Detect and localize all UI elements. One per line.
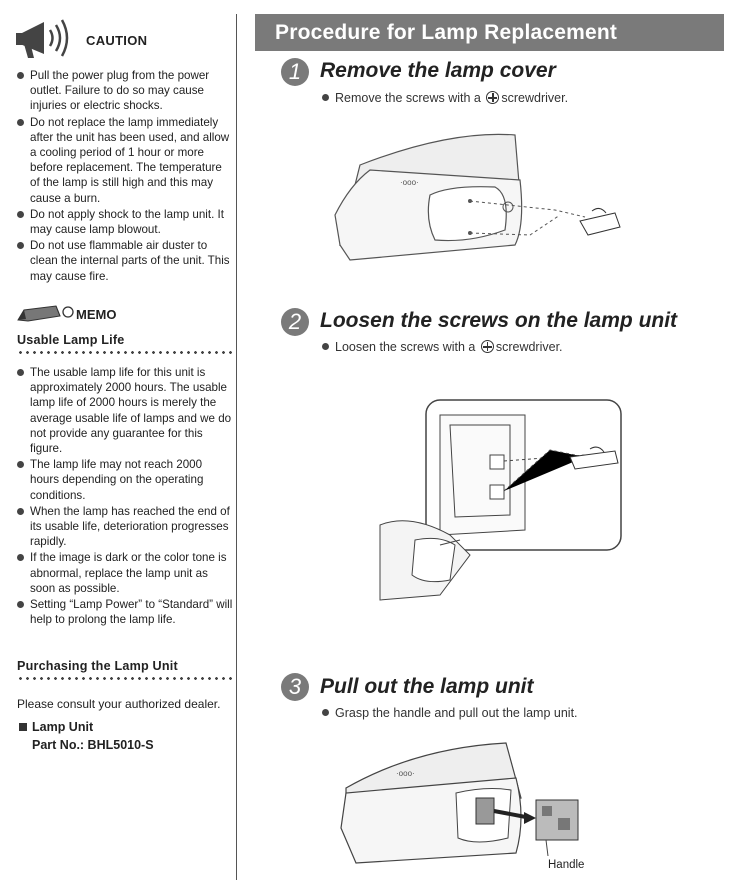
- projector-cover-illustration: ·ooo·: [334, 133, 621, 261]
- svg-text:·ooo·: ·ooo·: [400, 178, 419, 187]
- lamp-life-heading: Usable Lamp Life: [17, 333, 125, 347]
- list-item: Do not use flammable air duster to clean…: [17, 238, 233, 284]
- square-bullet: [19, 723, 27, 731]
- list-item: Do not apply shock to the lamp unit. It …: [17, 207, 233, 237]
- page-title: Procedure for Lamp Replacement: [255, 14, 724, 51]
- step-title: Remove the lamp cover: [320, 59, 556, 82]
- pencil-icon: [17, 305, 74, 322]
- list-item: Setting “Lamp Power” to “Standard” will …: [17, 597, 233, 627]
- pull-lamp-illustration: ·ooo·: [340, 742, 579, 864]
- step-title: Loosen the screws on the lamp unit: [320, 309, 678, 332]
- step-description: Grasp the handle and pull out the lamp u…: [322, 706, 578, 720]
- list-item: The usable lamp life for this unit is ap…: [17, 365, 233, 456]
- memo-title: MEMO: [76, 307, 117, 322]
- list-item: Do not replace the lamp immediately afte…: [17, 115, 233, 206]
- list-item: If the image is dark or the color tone i…: [17, 550, 233, 596]
- bullet-icon: [322, 709, 329, 716]
- lamp-unit-screws-illustration: [379, 399, 622, 601]
- phillips-screwdriver-icon: [480, 340, 494, 353]
- caution-list: Pull the power plug from the power outle…: [17, 68, 233, 285]
- step-number: 3: [281, 673, 309, 701]
- purchase-heading: Purchasing the Lamp Unit: [17, 659, 178, 673]
- bullet-icon: [322, 94, 329, 101]
- step-description: Remove the screws with a screwdriver.: [322, 91, 568, 105]
- part-number: Part No.: BHL5010-S: [32, 738, 154, 752]
- step-description: Loosen the screws with a screwdriver.: [322, 340, 563, 354]
- list-item: When the lamp has reached the end of its…: [17, 504, 233, 550]
- column-divider: [236, 14, 237, 880]
- step-title: Pull out the lamp unit: [320, 675, 534, 698]
- svg-text:·ooo·: ·ooo·: [396, 769, 415, 778]
- caution-title: CAUTION: [86, 33, 148, 48]
- dotted-divider: [17, 351, 233, 354]
- step-number: 1: [281, 58, 309, 86]
- handle-label: Handle: [548, 859, 585, 871]
- list-item: The lamp life may not reach 2000 hours d…: [17, 457, 233, 503]
- megaphone-icon: [16, 19, 69, 58]
- purchase-text: Please consult your authorized dealer.: [17, 697, 221, 711]
- dotted-divider: [17, 677, 233, 680]
- bullet-icon: [322, 343, 329, 350]
- phillips-screwdriver-icon: [486, 91, 500, 104]
- list-item: Pull the power plug from the power outle…: [17, 68, 233, 114]
- part-label: Lamp Unit: [32, 720, 94, 734]
- lamp-life-list: The usable lamp life for this unit is ap…: [17, 365, 233, 628]
- step-number: 2: [281, 308, 309, 336]
